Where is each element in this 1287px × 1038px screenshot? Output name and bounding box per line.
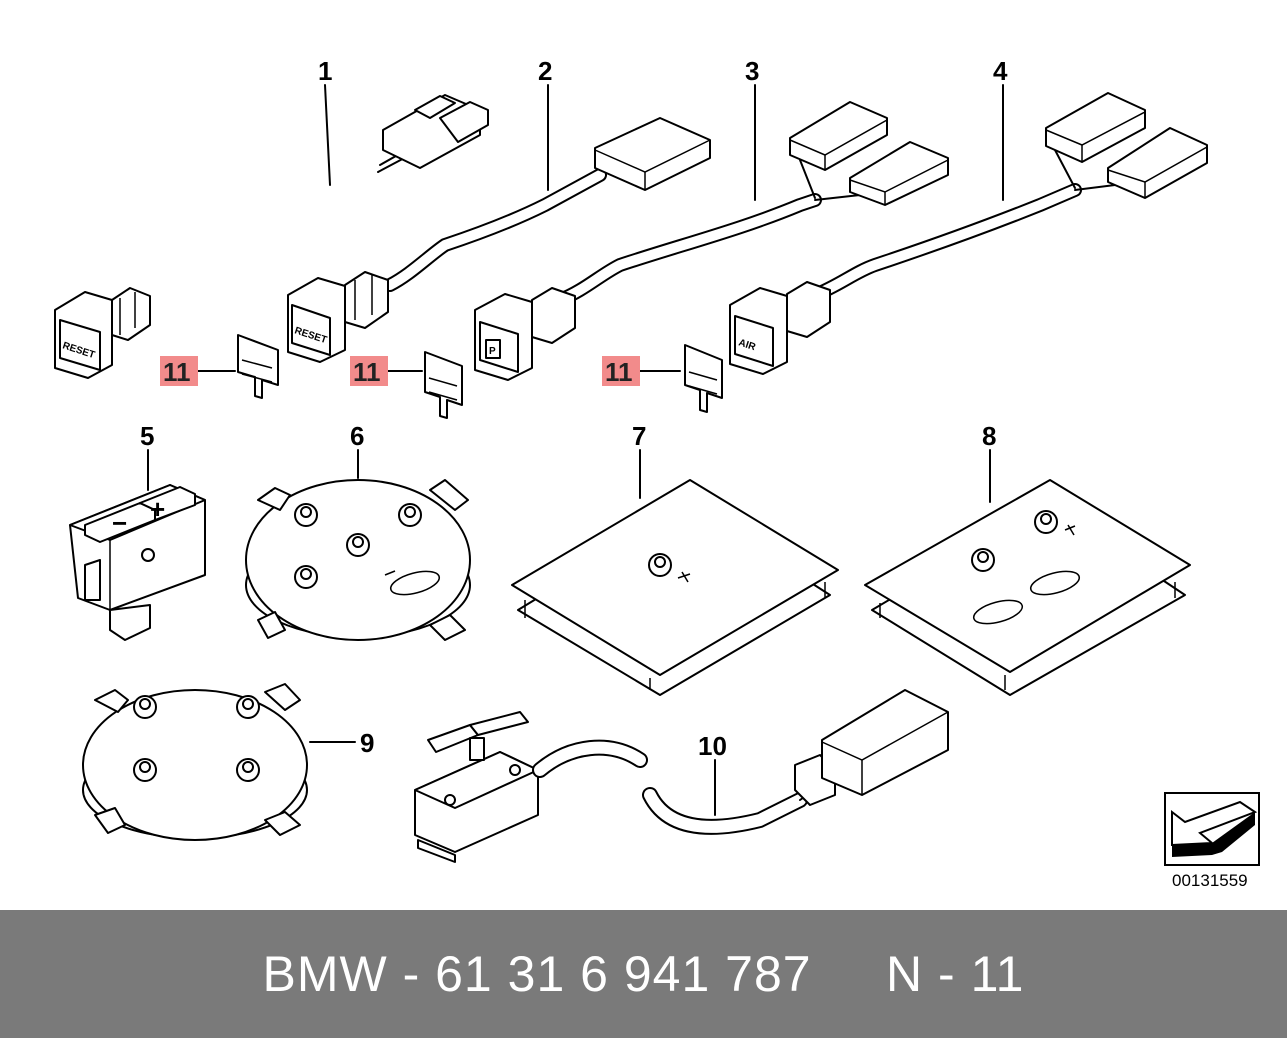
part-1-reset-harness[interactable]: RESET — [54, 94, 489, 379]
callout-7: 7 — [632, 421, 646, 451]
plus-label: + — [150, 494, 165, 524]
part-6-round-sensor[interactable] — [245, 479, 471, 641]
reference-number: 00131559 — [1172, 871, 1248, 890]
part-3-p-harness[interactable]: P — [474, 101, 949, 381]
part-2-reset-harness[interactable]: RESET — [287, 117, 711, 363]
callout-11b-bg — [350, 356, 388, 386]
callout-6: 6 — [350, 421, 364, 451]
callout-8: 8 — [982, 421, 996, 451]
part-10-micro-switch[interactable] — [414, 689, 949, 863]
minus-label: − — [112, 508, 127, 538]
callout-11a: 11 — [163, 357, 191, 387]
part-11-label-a[interactable] — [237, 334, 279, 399]
parts-diagram: RESET 1 RESET 2 P 3 — [54, 56, 1260, 890]
part-9-round-sensor[interactable] — [82, 683, 308, 841]
callout-2: 2 — [538, 56, 552, 86]
part-number-caption: BMW - 61 31 6 941 787 N - 11 — [262, 946, 1025, 1002]
footer-bar: BMW - 61 31 6 941 787 N - 11 — [0, 910, 1287, 1038]
arrow-down-left-icon — [1171, 800, 1258, 857]
callout-11c: 11 — [605, 357, 633, 387]
part-8-pad-sensor[interactable] — [864, 479, 1191, 696]
callout-11a-bg — [160, 356, 198, 386]
part-11-label-b[interactable] — [424, 351, 463, 419]
callout-1: 1 — [318, 56, 332, 86]
callout-9: 9 — [360, 728, 374, 758]
callout-10: 10 — [698, 731, 727, 761]
plus-button[interactable] — [139, 486, 196, 521]
callout-11c-bg — [602, 356, 640, 386]
reference-box — [1164, 792, 1260, 866]
callout-4: 4 — [993, 56, 1008, 86]
parts-diagram-svg: RESET 1 RESET 2 P 3 — [54, 56, 1260, 890]
part-5-plus-minus-switch[interactable]: − + — [69, 484, 206, 641]
callout-11b: 11 — [353, 357, 381, 387]
part-4-air-harness[interactable]: AIR — [729, 92, 1208, 375]
p-label: P — [489, 346, 496, 357]
part-7-pad-sensor[interactable] — [511, 479, 839, 696]
air-label: AIR — [737, 337, 758, 353]
callout-5: 5 — [140, 421, 154, 451]
part-11-label-c[interactable] — [684, 344, 723, 413]
p-symbol-box — [485, 339, 501, 359]
callout-3: 3 — [745, 56, 759, 86]
